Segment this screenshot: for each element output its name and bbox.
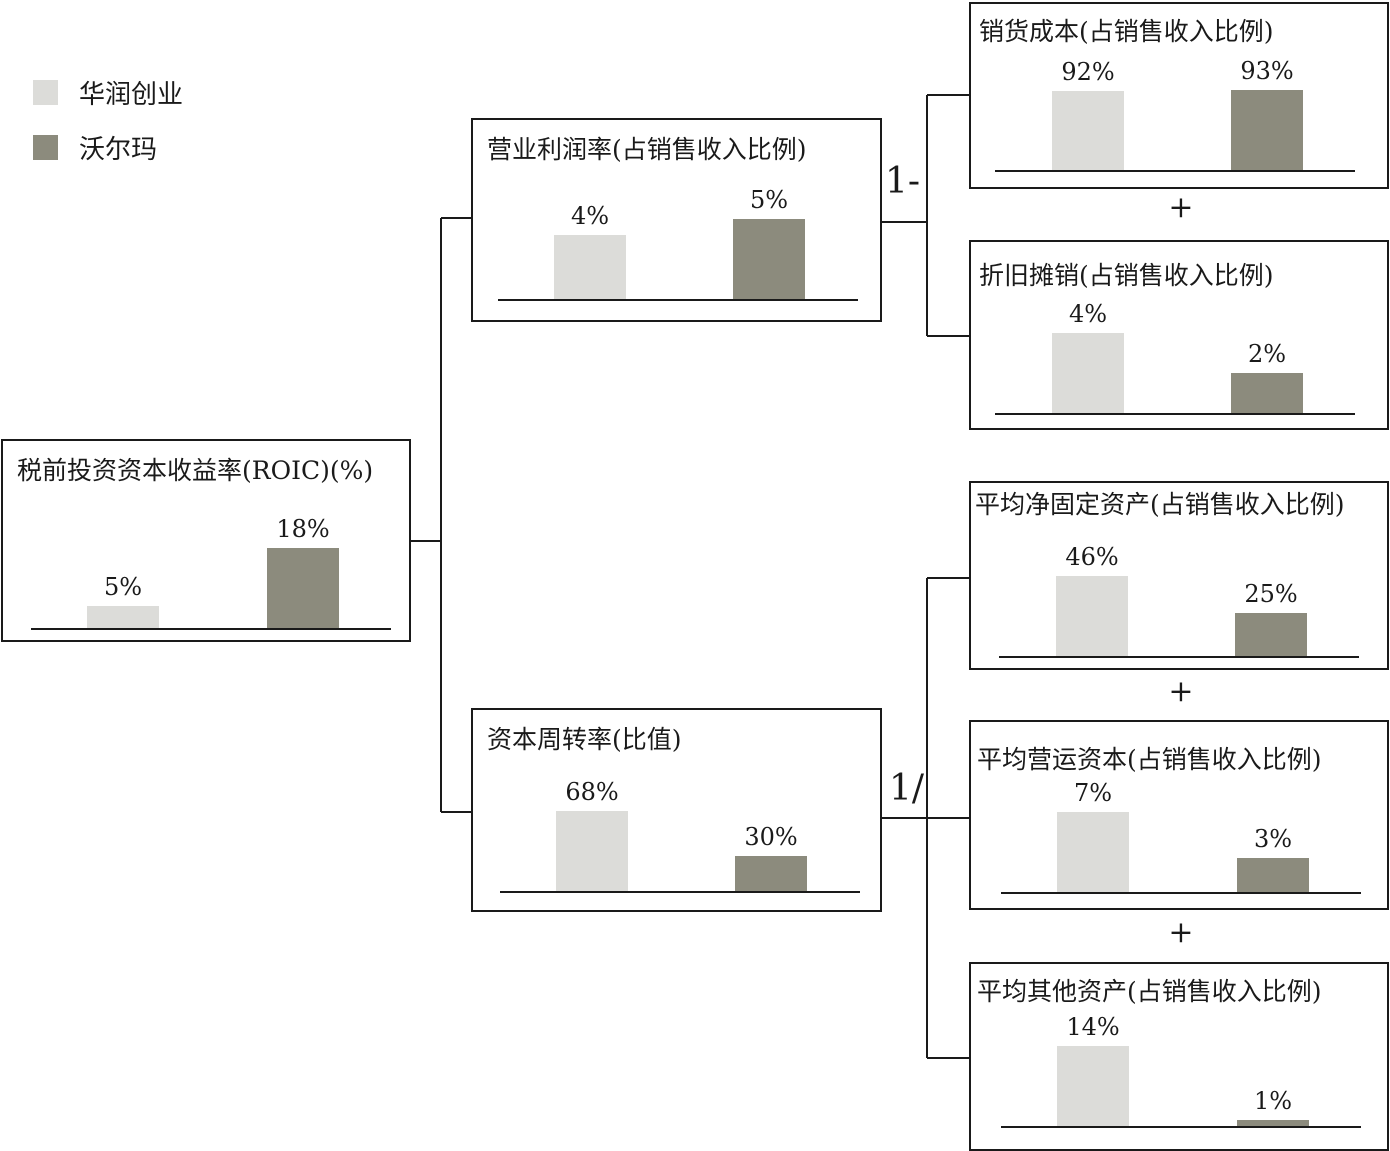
value-label-walmart: 93% xyxy=(1240,57,1294,85)
bar-crc xyxy=(1052,333,1124,413)
node-title: 税前投资资本收益率(ROIC)(%) xyxy=(17,456,374,485)
operator-one-over: 1/ xyxy=(889,768,925,809)
legend-swatch-dark xyxy=(33,135,58,160)
bar-crc xyxy=(87,605,159,628)
node-title: 平均其他资产(占销售收入比例) xyxy=(977,977,1322,1006)
value-label-crc: 14% xyxy=(1066,1013,1120,1041)
chart-baseline xyxy=(995,413,1355,415)
node-title: 营业利润率(占销售收入比例) xyxy=(487,135,807,164)
value-label-walmart: 18% xyxy=(276,515,330,543)
bar-crc xyxy=(1056,576,1128,656)
chart-baseline xyxy=(1001,892,1361,894)
value-label-walmart: 25% xyxy=(1244,579,1298,608)
value-label-walmart: 2% xyxy=(1247,340,1287,368)
bar-crc xyxy=(556,811,628,891)
bar-walmart xyxy=(1231,90,1303,170)
value-label-walmart: 1% xyxy=(1253,1087,1293,1116)
chart-baseline xyxy=(500,891,860,893)
node-net-fixed-assets: 平均净固定资产(占销售收入比例) 46% 25% xyxy=(969,481,1389,670)
value-label-crc: 68% xyxy=(565,778,619,806)
value-label-crc: 92% xyxy=(1061,57,1115,86)
value-label-walmart: 5% xyxy=(749,186,789,214)
bar-walmart xyxy=(1237,857,1309,892)
bar-walmart xyxy=(1235,612,1307,656)
operator-plus: + xyxy=(1168,674,1194,709)
legend-label: 华润创业 xyxy=(79,80,184,110)
operator-one-minus: 1- xyxy=(885,161,921,202)
node-operating-margin: 营业利润率(占销售收入比例) 4% 5% xyxy=(471,118,882,322)
legend-swatch-light xyxy=(33,80,58,105)
chart-baseline xyxy=(995,170,1355,172)
value-label-walmart: 3% xyxy=(1253,824,1293,853)
node-title: 销货成本(占销售收入比例) xyxy=(979,17,1274,46)
node-working-capital: 平均营运资本(占销售收入比例) 7% 3% xyxy=(969,720,1389,910)
bar-crc xyxy=(1057,812,1129,892)
bar-crc xyxy=(1052,90,1124,170)
node-cogs: 销货成本(占销售收入比例) 92% 93% xyxy=(969,2,1389,189)
node-depreciation: 折旧摊销(占销售收入比例) 4% 2% xyxy=(969,240,1389,430)
chart-baseline xyxy=(498,299,858,301)
bar-walmart xyxy=(1231,373,1303,413)
bar-walmart xyxy=(1237,1120,1309,1126)
node-title: 资本周转率(比值) xyxy=(487,725,682,754)
bar-crc xyxy=(554,235,626,299)
value-label-crc: 4% xyxy=(570,202,610,230)
node-roic: 税前投资资本收益率(ROIC)(%) 5% 18% xyxy=(1,439,411,642)
value-label-crc: 7% xyxy=(1073,779,1113,807)
operator-plus: + xyxy=(1168,190,1194,225)
bar-crc xyxy=(1057,1046,1129,1126)
bar-walmart xyxy=(735,855,807,891)
node-title: 折旧摊销(占销售收入比例) xyxy=(979,261,1274,290)
chart-baseline xyxy=(1001,1126,1361,1128)
value-label-crc: 46% xyxy=(1065,543,1119,571)
node-title: 平均净固定资产(占销售收入比例) xyxy=(975,490,1345,519)
chart-baseline xyxy=(31,628,391,630)
chart-baseline xyxy=(999,656,1359,658)
node-title: 平均营运资本(占销售收入比例) xyxy=(977,745,1322,774)
legend-label: 沃尔玛 xyxy=(79,135,158,165)
node-capital-turnover: 资本周转率(比值) 68% 30% xyxy=(471,708,882,912)
value-label-walmart: 30% xyxy=(744,822,798,851)
value-label-crc: 5% xyxy=(103,572,143,601)
value-label-crc: 4% xyxy=(1068,300,1108,328)
operator-plus: + xyxy=(1168,915,1194,950)
node-other-assets: 平均其他资产(占销售收入比例) 14% 1% xyxy=(969,962,1389,1151)
bar-walmart xyxy=(733,219,805,299)
bar-walmart xyxy=(267,548,339,628)
